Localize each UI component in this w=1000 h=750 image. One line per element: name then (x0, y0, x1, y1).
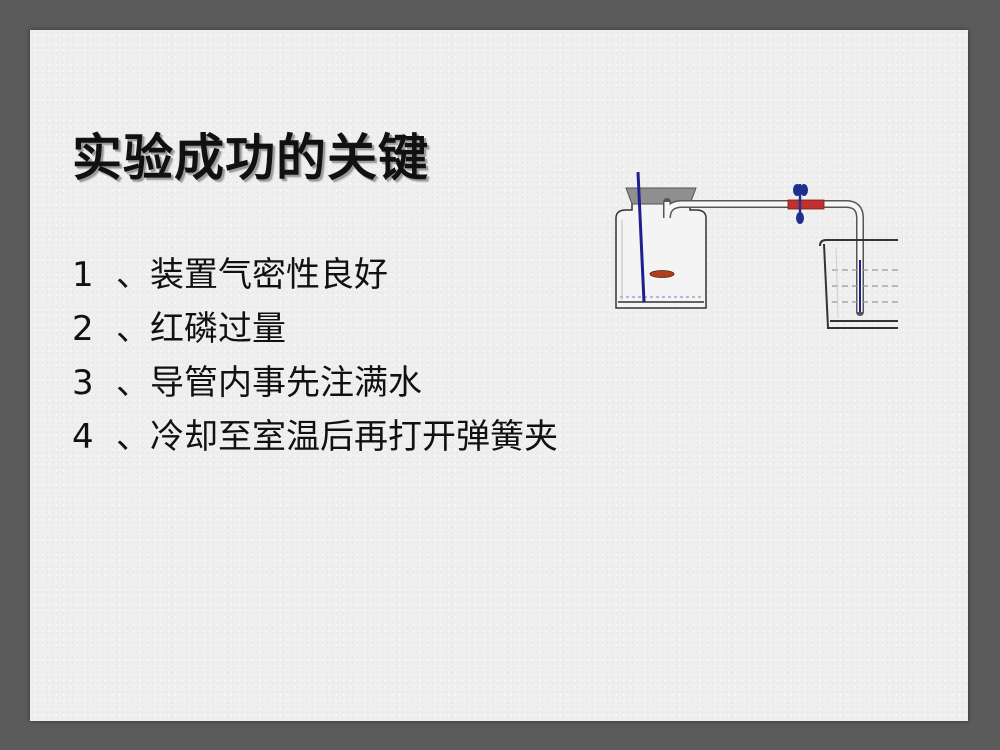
combustion-spoon-icon (636, 171, 646, 303)
gas-bottle-icon (615, 201, 707, 309)
experiment-apparatus (615, 171, 898, 329)
spring-clamp-icon (793, 184, 808, 224)
key-point-2: 2、红磷过量 (72, 309, 286, 349)
red-phosphorus-icon (649, 270, 675, 278)
slide: 实验成功的关键 1、装置气密性良好 2、红磷过量 3、导管内事先注满水 4、冷却… (30, 30, 968, 721)
key-points-list: 1、装置气密性良好 2、红磷过量 3、导管内事先注满水 4、冷却至室温后再打开弹… (72, 248, 558, 464)
key-point-4: 4、冷却至室温后再打开弹簧夹 (72, 417, 558, 457)
slide-title: 实验成功的关键 (72, 129, 429, 187)
key-point-1: 1、装置气密性良好 (72, 255, 388, 295)
rubber-tube-icon (787, 199, 825, 210)
key-point-3: 3、导管内事先注满水 (72, 363, 422, 403)
beaker-icon (819, 239, 898, 329)
